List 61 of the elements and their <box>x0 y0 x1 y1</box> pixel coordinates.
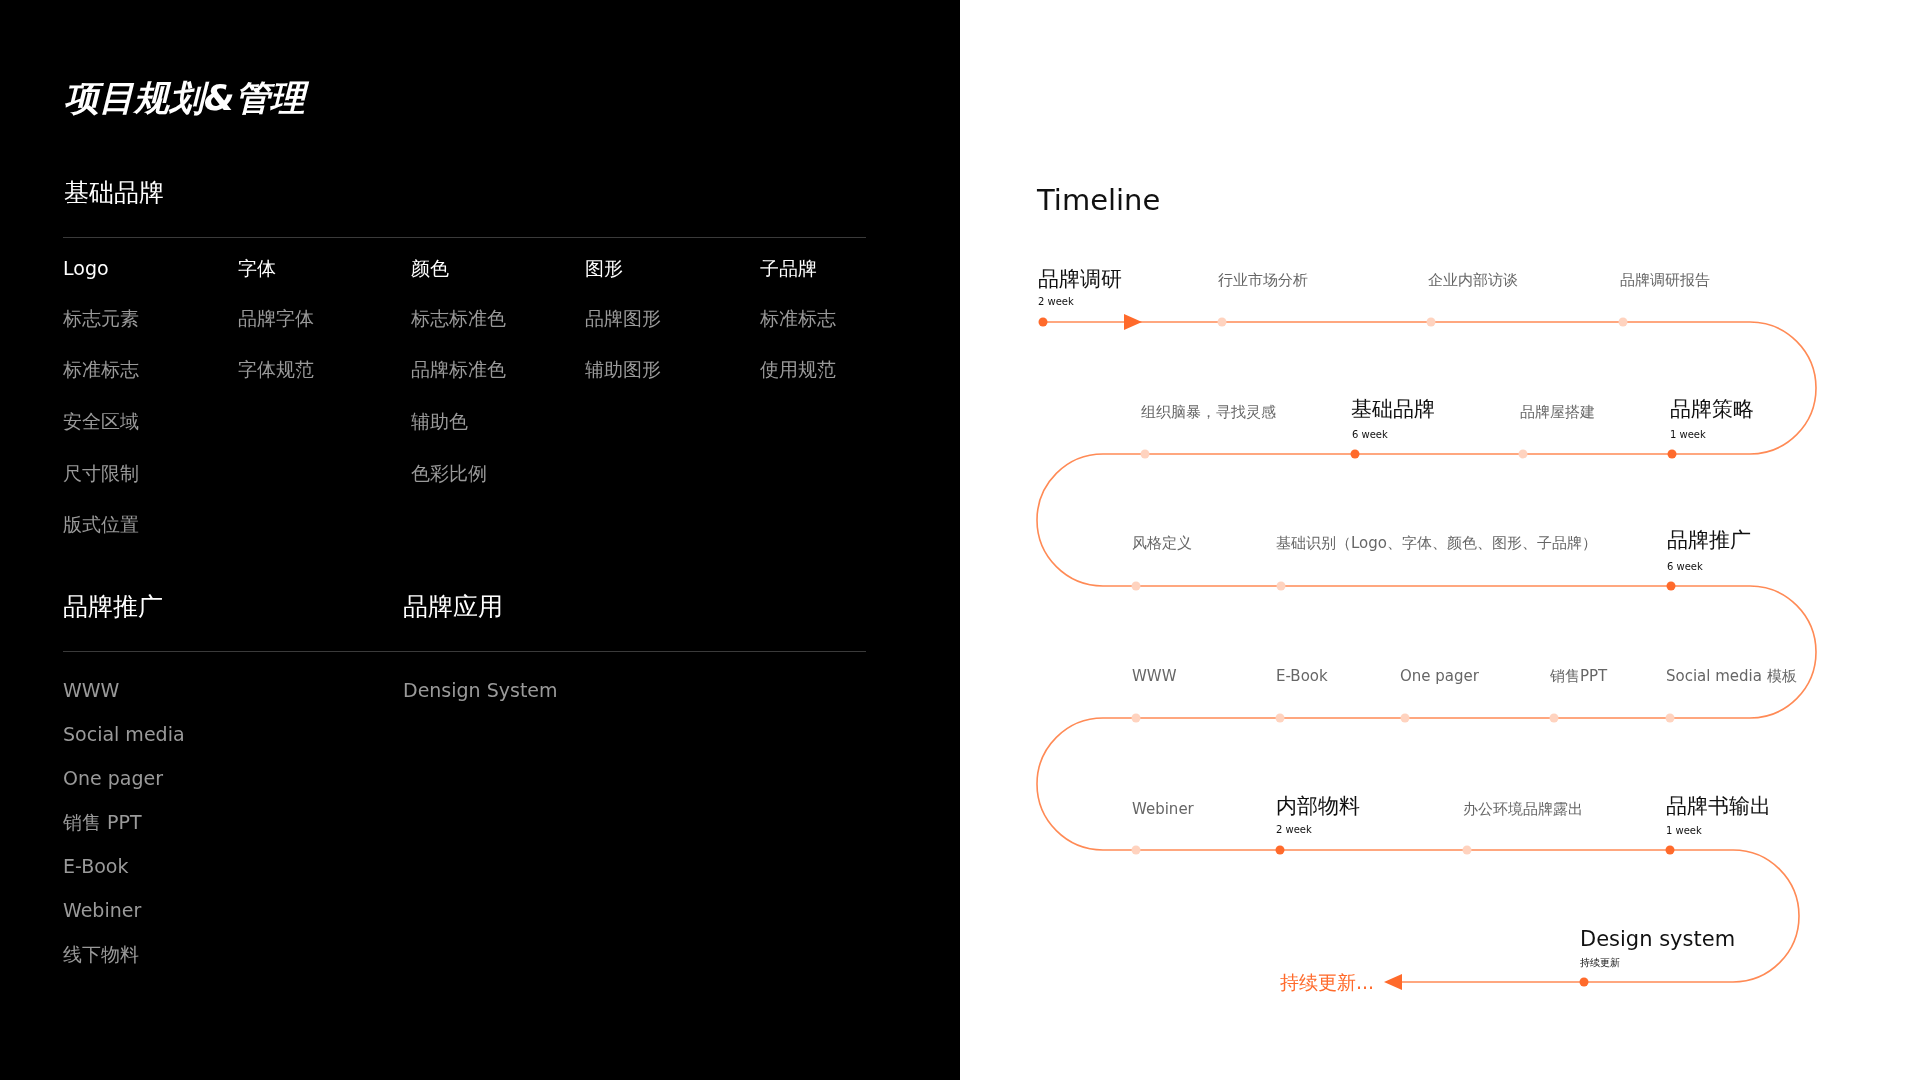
list-item: 标准标志 <box>760 306 836 330</box>
duration-label: 6 week <box>1667 561 1703 573</box>
duration-label: 1 week <box>1670 429 1706 441</box>
milestone-title: 基础品牌 <box>1351 397 1435 423</box>
list-item: 品牌图形 <box>585 306 661 330</box>
task-label: 风格定义 <box>1132 534 1192 552</box>
column-heading: Logo <box>63 256 109 280</box>
list-item: 线下物料 <box>63 942 139 966</box>
column-heading: 图形 <box>585 256 623 280</box>
task-label: 企业内部访谈 <box>1428 271 1518 289</box>
list-item: Social media <box>63 722 185 746</box>
section-heading: 基础品牌 <box>64 178 164 208</box>
list-item: 辅助图形 <box>585 357 661 381</box>
duration-label: 2 week <box>1038 296 1074 308</box>
milestone-title: 品牌推广 <box>1667 528 1751 554</box>
task-label: E-Book <box>1276 667 1328 685</box>
list-item: 品牌标准色 <box>411 357 506 381</box>
section-heading: 品牌应用 <box>403 592 503 622</box>
task-label: 品牌屋搭建 <box>1520 403 1595 421</box>
list-item: 字体规范 <box>238 357 314 381</box>
list-item: 安全区域 <box>63 409 139 433</box>
timeline-heading: Timeline <box>1037 182 1161 218</box>
task-label: 品牌调研报告 <box>1620 271 1710 289</box>
task-label: WWW <box>1132 667 1177 685</box>
list-item: 辅助色 <box>411 409 468 433</box>
task-label: 销售PPT <box>1550 667 1608 685</box>
duration-label: 持续更新 <box>1580 957 1620 969</box>
task-label: One pager <box>1400 667 1479 685</box>
list-item: 色彩比例 <box>411 461 487 485</box>
list-item: 标准标志 <box>63 357 139 381</box>
list-item: 标志标准色 <box>411 306 506 330</box>
list-item: Densign System <box>403 678 558 702</box>
list-item: E-Book <box>63 854 129 878</box>
task-label: 基础识别（Logo、字体、颜色、图形、子品牌） <box>1276 534 1597 552</box>
continuation-label: 持续更新... <box>1280 970 1375 994</box>
task-label: 行业市场分析 <box>1218 271 1308 289</box>
column-heading: 子品牌 <box>760 256 817 280</box>
milestone-title: 内部物料 <box>1276 794 1360 820</box>
milestone-title: 品牌书输出 <box>1666 794 1771 820</box>
task-label: 办公环境品牌露出 <box>1463 800 1583 818</box>
list-item: 销售 PPT <box>63 810 142 834</box>
task-label: 组织脑暴，寻找灵感 <box>1141 403 1276 421</box>
task-label: Social media 模板 <box>1666 667 1797 685</box>
list-item: 标志元素 <box>63 306 139 330</box>
section-heading: 品牌推广 <box>63 592 163 622</box>
duration-label: 6 week <box>1352 429 1388 441</box>
list-item: 使用规范 <box>760 357 836 381</box>
list-item: 品牌字体 <box>238 306 314 330</box>
list-item: WWW <box>63 678 120 702</box>
list-item: 版式位置 <box>63 512 139 536</box>
task-label: Webiner <box>1132 800 1194 818</box>
list-item: One pager <box>63 766 163 790</box>
milestone-title: 品牌策略 <box>1670 397 1754 423</box>
column-heading: 字体 <box>238 256 276 280</box>
list-item: 尺寸限制 <box>63 461 139 485</box>
duration-label: 2 week <box>1276 824 1312 836</box>
milestone-title: 品牌调研 <box>1038 267 1122 293</box>
column-heading: 颜色 <box>411 256 449 280</box>
list-item: Webiner <box>63 898 142 922</box>
duration-label: 1 week <box>1666 825 1702 837</box>
milestone-title: Design system <box>1580 927 1736 953</box>
